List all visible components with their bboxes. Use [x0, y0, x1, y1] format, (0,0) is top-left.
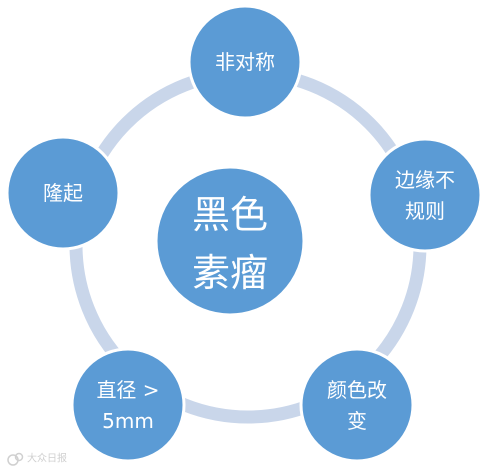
node-elevation-label: 隆起 — [43, 181, 83, 205]
watermark-text: 大众日报 — [27, 452, 67, 465]
node-irregular-border-label-line1: 边缘不 — [395, 168, 455, 192]
watermark-logo-icon — [7, 452, 24, 466]
node-asymmetry-label: 非对称 — [215, 50, 275, 74]
node-color-change-label-line1: 颜色改 — [327, 378, 387, 402]
node-elevation-circle — [5, 135, 121, 251]
node-color-change-circle — [299, 347, 415, 463]
node-diameter-label-line2: 5mm — [102, 409, 154, 433]
node-irregular-border-label-line2: 规则 — [405, 199, 445, 223]
node-irregular-border-circle — [367, 137, 483, 253]
center-circle-shape — [154, 165, 306, 317]
node-elevation: 隆起 — [5, 135, 121, 251]
node-diameter: 直径 > 5mm — [70, 347, 186, 463]
node-irregular-border: 边缘不 规则 — [367, 137, 483, 253]
node-color-change-label-line2: 变 — [347, 409, 367, 433]
node-diameter-label-line1: 直径 > — [96, 378, 159, 402]
node-asymmetry-circle — [187, 4, 303, 120]
center-label-line1: 黑色 — [192, 193, 268, 237]
watermark: 大众日报 — [7, 452, 67, 466]
center-circle: 黑色 素瘤 — [154, 165, 306, 317]
node-color-change: 颜色改 变 — [299, 347, 415, 463]
node-asymmetry: 非对称 — [187, 4, 303, 120]
center-label-line2: 素瘤 — [192, 251, 268, 295]
node-diameter-circle — [70, 347, 186, 463]
